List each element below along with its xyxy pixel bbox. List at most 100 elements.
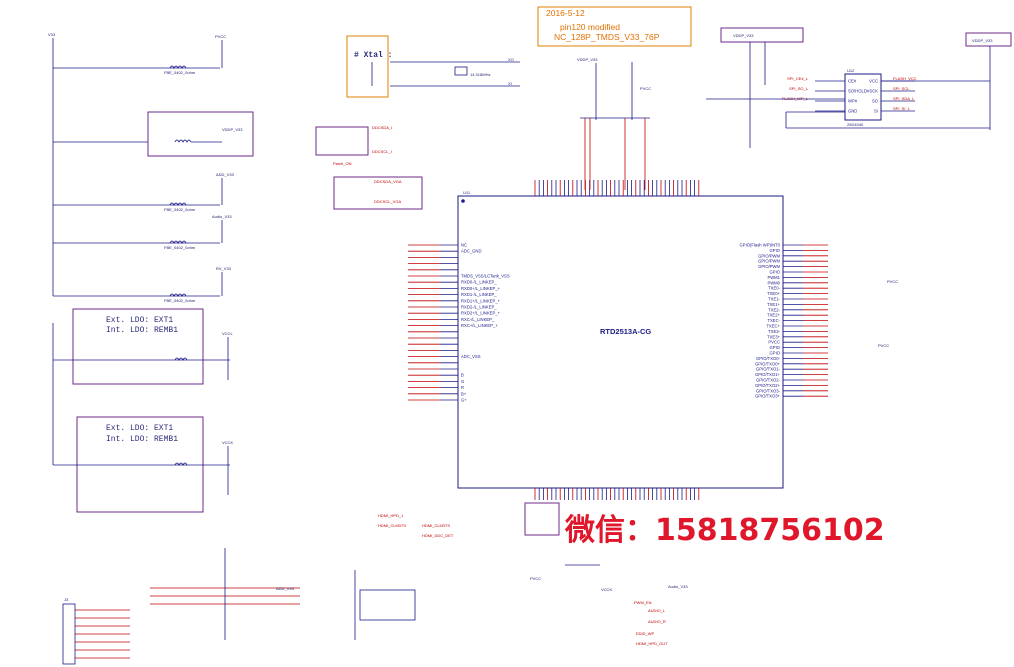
ferrite-4-part: FBE_0402_0ohm (164, 245, 196, 250)
right-pin-label: GPIO/TXO0+ (755, 361, 781, 366)
right-pin-label: GPIO/TXO2+ (755, 383, 781, 388)
audio-v33-label: Audio_V33 (212, 214, 232, 219)
left-pin-label: RXC+/L_LINKEP_+ (461, 323, 498, 328)
xtal-xo-net: XO (508, 57, 514, 62)
bottom-net-hpd1: HDMI_HPD_1 (378, 513, 404, 518)
left-pin-label: B (461, 373, 464, 378)
main-chip-ref: U11 (463, 190, 471, 195)
right-pin-label: GPIO/PWM (758, 259, 780, 264)
flash-left-pin-label: CE# (848, 79, 857, 84)
vddp-filter-box: VDDP_V33 (147, 111, 254, 157)
ddc-net-sda-vga: DDCSDA_VGA (374, 179, 402, 184)
right-pin-label: TXE3+ (767, 334, 780, 339)
flash-left-net: SPI_SO_L (789, 86, 809, 91)
note-line2: NC_128P_TMDS_V33_76P (554, 32, 660, 42)
left-pin-label: ADC_GND (461, 249, 481, 254)
ldo-box-1: Ext. LDO: EXT1 Int. LDO: REMB1 VCCL (52, 308, 233, 385)
left-pin-label: NC (461, 243, 467, 248)
revision-note: 2016-5-12 pin120 modified NC_128P_TMDS_V… (537, 6, 692, 47)
left-pin-label: TMDS_VSS/LCTank_VSS (461, 274, 510, 279)
bottom-resistor-network: ADD_V33 (150, 548, 416, 640)
vcck-label: VCCK (222, 440, 233, 445)
ldo-1-line2: Int. LDO: REMB1 (106, 326, 178, 335)
xtal-part: 14.318MHz (470, 72, 490, 77)
right-pin-label: TXE2- (768, 307, 780, 312)
right-pvcc-2: PVCC (878, 343, 889, 348)
right-pin-label: TXE2+ (767, 313, 780, 318)
flash-left-pin-label: GND (848, 109, 857, 114)
flash-right-net: FLASH_VCC (893, 76, 917, 81)
vccl-label: VCCL (222, 331, 233, 336)
bottom-vcck: VCCK (601, 587, 612, 592)
ferrite-1-part: FBE_0402_0ohm (164, 70, 196, 75)
bottom-net-audio-l: AUDIO_L (648, 608, 666, 613)
flash-right-net: SPI_SDA_L (893, 96, 915, 101)
flash-right-net: SPI_SCL (893, 86, 910, 91)
main-chip-bottom-pins (534, 488, 700, 500)
right-pin-label: GPIO/TXO2- (756, 378, 781, 383)
flash-block: VDDP_V33 VDDP_V33 U12 25D4040 CE#SPI_CE#… (706, 27, 1012, 148)
ddc-net-sda: DDCSDA_I (372, 125, 392, 130)
right-pin-label: GPIO/PWM (758, 264, 780, 269)
xtal-xi-net: XI (508, 81, 512, 86)
right-pin-label: TXE3- (768, 329, 780, 334)
flash-right-net: SPI_SI_L (893, 106, 911, 111)
left-pin-label: RXC-/L_LINKEP_ (461, 317, 495, 322)
note-line1: pin120 modified (560, 22, 620, 32)
bottom-pvcc: PVCC (530, 576, 541, 581)
left-pin-label: RXD0-/L_LINKEP_ (461, 280, 497, 285)
flash-right-pin-label: SCK (869, 89, 878, 94)
watermark: 微信：15818756102 (564, 513, 885, 548)
right-pin-label: GPIO/PWM (758, 253, 780, 258)
left-pin-label: RXD1+/L_LINKEP_+ (461, 298, 501, 303)
bottom-net-ddc-det: HDMI_DDC_DET (422, 533, 454, 538)
bottom-net-clkbts-2: HDMI_CLKBTS (422, 523, 450, 528)
right-pin-label: TXE0+ (767, 291, 780, 296)
ldo-box-2: Ext. LDO: EXT1 Int. LDO: REMB1 VCCK (52, 360, 233, 513)
bottom-nets: HDMI_HPD_1 HDMI_CLKBTS HDMI_CLKBTS HDMI_… (378, 502, 688, 646)
main-chip-top-pins (534, 180, 700, 196)
bottom-audio-v33: Audio_V33 (668, 584, 688, 589)
right-pin-label: GPIO (770, 248, 781, 253)
right-pin-label: GPIO/TXO1- (756, 367, 781, 372)
right-pin-label: PVCC (768, 340, 780, 345)
right-pin-label: GPIO/TXO0- (756, 356, 781, 361)
ddc-net-panel-on: Panel_ON (333, 161, 352, 166)
xtal-label: # Xtal : (354, 51, 392, 60)
right-pin-label: GPIO/TXO3- (756, 388, 781, 393)
vddp-v33-box-label: VDDP_V33 (222, 127, 243, 132)
flash-right-vddp: VDDP_V33 (972, 38, 993, 43)
right-pin-label: TXEC- (767, 318, 780, 323)
flash-left-net: FLASH_WP_L (782, 96, 809, 101)
bottom-net-pwm-en: PWM_EN (634, 600, 652, 605)
right-side-nets: PVCC PVCC (878, 279, 898, 348)
left-pin-label: ADC_VSS (461, 354, 481, 359)
flash-left-pin-label: SO/HOLD# (848, 89, 870, 94)
bottom-net-audio-r: AUDIO_R (648, 619, 666, 624)
bottom-add-v33: ADD_V33 (276, 586, 295, 591)
right-pin-label: TXE0- (768, 286, 780, 291)
right-pin-label: GPIO (770, 351, 781, 356)
connector-j3: J3 (62, 597, 130, 665)
ddc-box-2: DDCSDA_VGA DDCSCL_VGA (333, 176, 423, 210)
bottom-net-edid-wp: EDID_WP (636, 631, 655, 636)
pvcc-top-mid-label: PVCC (640, 86, 651, 91)
ldo-2-line1: Ext. LDO: EXT1 (106, 424, 173, 433)
ddc-box-1: DDCSDA_I DDCSCL_I Panel_ON (315, 125, 392, 166)
main-chip-right-pins: GPIO(Flash WP)INT0GPIOGPIO/PWMGPIO/PWMGP… (740, 243, 828, 399)
ferrite-5-part: FBE_0402_0ohm (164, 298, 196, 303)
right-pin-label: GPIO (770, 345, 781, 350)
ferrite-3-part: FBE_0402_0ohm (164, 207, 196, 212)
right-pin-label: GPIO (770, 270, 781, 275)
flash-right-pin-label: VCC (869, 79, 878, 84)
flash-ref: U12 (847, 68, 855, 73)
right-pin-label: GPIO/TXO3+ (755, 394, 781, 399)
flash-right-pin-label: SO (872, 99, 879, 104)
main-chip-name: RTD2513A-CG (600, 327, 651, 336)
left-pin-label: RXD2+/L_LINKEP_+ (461, 311, 501, 316)
pvcc-top-label: PVCC (215, 34, 226, 39)
flash-vddp-label: VDDP_V33 (733, 33, 754, 38)
flash-left-pin-label: WP# (848, 99, 858, 104)
right-pin-label: PWM1 (767, 275, 780, 280)
